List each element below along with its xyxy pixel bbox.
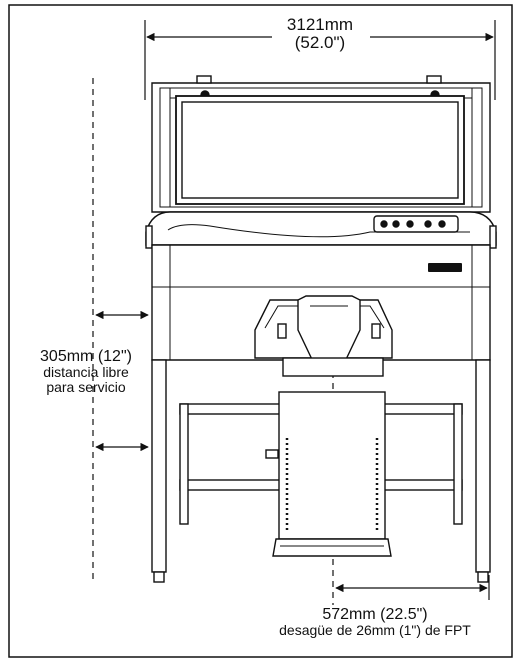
width-imperial: (52.0") [294, 33, 346, 53]
clearance-value: 305mm (12") [40, 348, 132, 365]
width-dimension-label: 3121mm (52.0") [270, 15, 370, 53]
left-leg [151, 359, 167, 573]
page-frame [8, 4, 513, 658]
brand-badge [428, 263, 462, 272]
width-dimension [144, 20, 496, 100]
ice-machine [145, 75, 497, 583]
storage-tray [272, 538, 392, 557]
clearance-line2: para servicio [46, 379, 126, 396]
drain-offset: 572mm (22.5") [322, 606, 428, 623]
storage-bin [278, 391, 386, 540]
right-leg [475, 359, 491, 573]
width-metric: 3121mm [286, 15, 354, 34]
clearance-line1: distancia libre [43, 364, 129, 381]
service-clearance-label: 305mm (12") distancia libre para servici… [20, 348, 152, 395]
control-panel [373, 215, 459, 233]
machine-window [175, 95, 465, 205]
drain-label: desagüe de 26mm (1") de FPT [279, 622, 471, 639]
service-clearance-marks [92, 78, 149, 580]
drain-dimension [335, 575, 490, 600]
drain-dimension-label: 572mm (22.5") desagüe de 26mm (1") de FP… [240, 606, 510, 638]
